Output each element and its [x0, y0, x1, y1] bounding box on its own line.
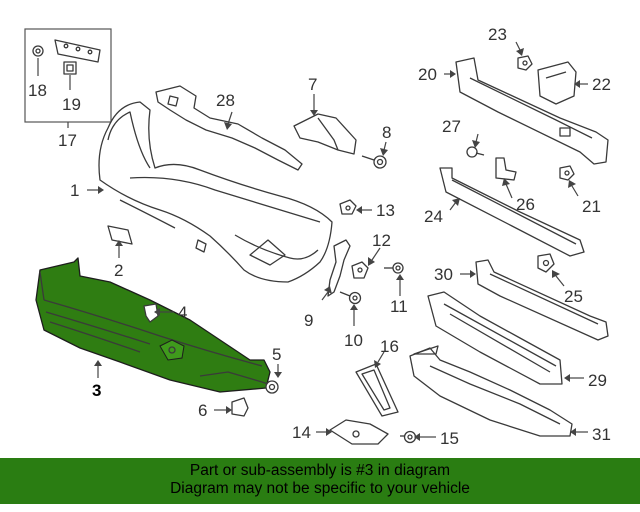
label-27[interactable]: 27 [442, 117, 461, 136]
part-2-reflector[interactable] [107, 225, 133, 245]
part-29-absorber[interactable] [427, 291, 563, 385]
part-25-clip[interactable] [537, 253, 555, 273]
leader-lines [87, 41, 588, 441]
part-18-bolt[interactable] [32, 45, 44, 57]
part-23-nut[interactable] [517, 55, 533, 71]
part-8-bolt[interactable] [361, 155, 387, 169]
label-5[interactable]: 5 [272, 345, 281, 364]
part-6-clip[interactable] [231, 397, 249, 417]
label-14[interactable]: 14 [292, 423, 311, 442]
label-4[interactable]: 4 [178, 303, 187, 322]
label-3[interactable]: 3 [92, 381, 101, 400]
label-19[interactable]: 19 [62, 95, 81, 114]
label-15[interactable]: 15 [440, 429, 459, 448]
label-25[interactable]: 25 [564, 287, 583, 306]
part-10-bolt[interactable] [339, 291, 362, 305]
part-24-absorber-bar[interactable] [439, 167, 585, 257]
label-21[interactable]: 21 [582, 197, 601, 216]
label-2[interactable]: 2 [114, 261, 123, 280]
part-4-clip[interactable] [143, 303, 159, 323]
label-23[interactable]: 23 [488, 25, 507, 44]
label-20[interactable]: 20 [418, 65, 437, 84]
label-1[interactable]: 1 [70, 181, 79, 200]
part-11-bolt[interactable] [384, 262, 404, 274]
part-7-bracket[interactable] [293, 113, 357, 155]
label-16[interactable]: 16 [380, 337, 399, 356]
label-24[interactable]: 24 [424, 207, 443, 226]
parts-diagram: 1 2 3 4 5 6 7 8 9 10 11 12 13 14 15 16 1… [24, 25, 611, 448]
label-31[interactable]: 31 [592, 425, 611, 444]
part-1-bumper-cover[interactable] [98, 101, 333, 283]
part-28-retainer[interactable] [155, 85, 303, 171]
part-3-lower-cover[interactable] [35, 257, 271, 393]
part-15-bolt[interactable] [400, 430, 417, 444]
part-labels: 1 2 3 4 5 6 7 8 9 10 11 12 13 14 15 16 1… [28, 25, 611, 448]
inset-box-17 [24, 28, 112, 128]
part-5-bolt[interactable] [261, 380, 279, 394]
banner-line-2: Diagram may not be specific to your vehi… [170, 480, 470, 497]
part-30-energy-absorber[interactable] [475, 259, 609, 341]
part-16-reflector[interactable] [355, 363, 399, 417]
label-12[interactable]: 12 [372, 231, 391, 250]
part-22-bracket[interactable] [537, 61, 577, 105]
label-6[interactable]: 6 [198, 401, 207, 420]
label-10[interactable]: 10 [344, 331, 363, 350]
label-7[interactable]: 7 [308, 75, 317, 94]
part-20-reinforcement[interactable] [455, 57, 609, 165]
banner-line-1: Part or sub-assembly is #3 in diagram [189, 462, 451, 479]
part-27-bolt[interactable] [466, 146, 485, 158]
label-17[interactable]: 17 [58, 131, 77, 150]
part-14-bracket[interactable] [329, 419, 389, 445]
label-9[interactable]: 9 [304, 311, 313, 330]
label-22[interactable]: 22 [592, 75, 611, 94]
part-21-nut[interactable] [559, 165, 575, 181]
part-9-bracket[interactable] [327, 239, 351, 297]
label-13[interactable]: 13 [376, 201, 395, 220]
label-28[interactable]: 28 [216, 91, 235, 110]
part-31-skid-plate[interactable] [409, 345, 573, 437]
label-8[interactable]: 8 [382, 123, 391, 142]
label-11[interactable]: 11 [390, 297, 408, 316]
info-banner: Part or sub-assembly is #3 in diagram Di… [0, 458, 640, 504]
label-30[interactable]: 30 [434, 265, 453, 284]
part-26-bracket[interactable] [495, 157, 517, 181]
part-19-clip[interactable] [63, 61, 77, 75]
label-29[interactable]: 29 [588, 371, 607, 390]
part-13-clip[interactable] [339, 199, 357, 215]
label-18[interactable]: 18 [28, 81, 47, 100]
part-12-nut[interactable] [351, 261, 369, 279]
label-26[interactable]: 26 [516, 195, 535, 214]
